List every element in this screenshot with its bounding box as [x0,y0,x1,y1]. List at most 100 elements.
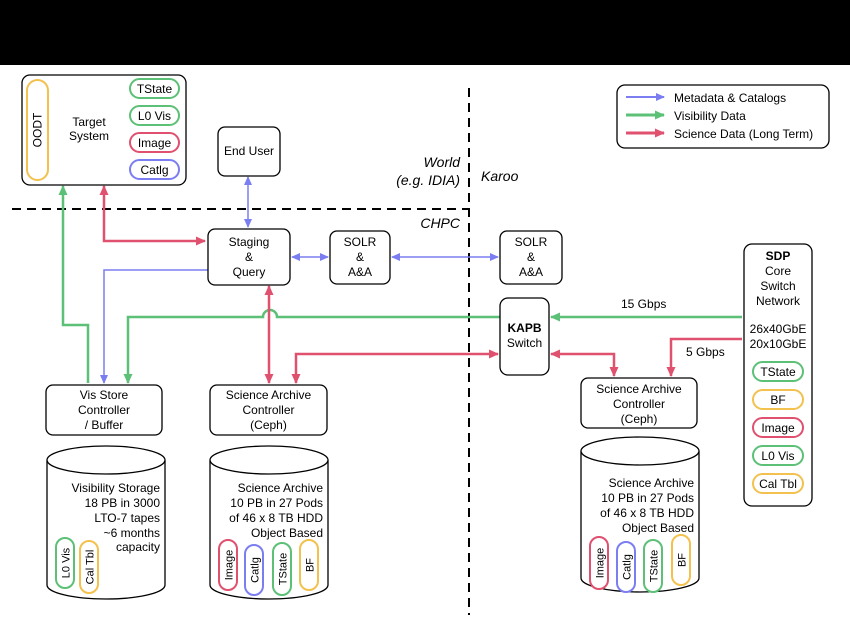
sdp-tag-caltbl-label: Cal Tbl [759,477,797,491]
target-system-box [21,74,187,186]
oodt-tag [26,79,49,181]
sci-storage-left-tag-bf [299,539,319,591]
sci-storage-right-cylinder-top [580,436,700,466]
sci-archive-left-line2: Controller [242,403,294,417]
legend-metadata-label: Metadata & Catalogs [674,91,786,105]
sci-storage-right-cylinder-body [580,451,700,593]
visibility-storage: Visibility Storage 18 PB in 3000 LTO-7 t… [46,445,166,600]
sdp-line-switch: Switch [760,279,795,293]
vis-store-line3: / Buffer [85,418,123,432]
target-system-title: Target [72,115,106,129]
sci-archive-right-line1: Science Archive [596,382,682,396]
sdp-tag-caltbl [752,473,804,494]
sci-storage-right-tag-tstate [643,539,663,593]
query-label: Query [233,265,266,279]
sdp-tag-image [752,417,804,438]
sci-storage-right-tag-tstate-label: TState [649,550,661,582]
target-tag-tstate-label: TState [137,82,173,96]
vis-storage-line3: LTO-7 tapes [94,511,160,525]
sci-storage-left-tag-image-label: Image [224,550,236,581]
link-15gbps-label: 15 Gbps [621,297,666,311]
legend-science-label: Science Data (Long Term) [674,127,813,141]
target-tag-l0vis-label: L0 Vis [138,109,171,123]
legend: Metadata & Catalogs Visibility Data Scie… [616,84,830,149]
solr-right-title: SOLR [515,235,548,249]
sci-archive-right-line3: (Ceph) [621,412,658,426]
vis-storage-cylinder-body [46,460,166,600]
kapb-title: KAPB [507,321,541,335]
vis-store-controller-box [45,384,163,436]
region-karoo-label: Karoo [481,168,519,184]
sdp-tag-l0vis [752,445,804,466]
sci-storage-right-tag-catlg-label: Catlg [622,554,634,580]
vis-storage-line5: capacity [116,540,160,554]
vis-store-line1: Vis Store [80,388,129,402]
sci-storage-left-cylinder-top [209,445,329,475]
sdp-title: SDP [766,249,791,263]
staging-target-link [99,185,206,246]
vis-storage-tag-caltbl-label: Cal Tbl [85,550,97,585]
region-world-label: World [423,154,461,170]
sci-storage-left-cylinder-body [209,460,329,600]
sci-storage-left-tag-catlg [244,544,264,596]
visstore-target-link [58,185,90,383]
region-chpc-label: CHPC [420,215,461,231]
staging-amp-label: & [245,250,253,264]
legend-box [616,84,830,149]
sdp-tag-l0vis-label: L0 Vis [761,449,794,463]
sci-storage-left-tag-tstate [272,542,292,596]
vis-storage-line1: Visibility Storage [72,481,161,495]
solr-left-box [329,230,391,285]
sci-storage-right-tag-image-label: Image [595,548,607,579]
sci-archive-left-line3: (Ceph) [250,418,287,432]
solr-left-amp: & [356,250,364,264]
vis-storage-cylinder-top [46,445,166,475]
sci-storage-left-line1: Science Archive [238,481,324,495]
target-tag-l0vis [129,105,180,126]
kapb-sciarchive-right-link [550,349,619,377]
end-user-box [217,126,281,177]
target-system: OODT Target System TState L0 Vis Image C… [21,74,187,186]
vis-store-line2: Controller [78,403,130,417]
kapb-subtitle: Switch [507,336,542,350]
vis-storage-tag-l0vis [55,537,75,589]
sci-storage-left-tag-catlg-label: Catlg [250,557,262,583]
kapb-switch-box [499,297,550,376]
sci-storage-right-line1: Science Archive [609,476,695,490]
sdp-tag-image-label: Image [761,421,795,435]
vis-storage-line2: 18 PB in 3000 [85,496,161,510]
sci-archive-left-line1: Science Archive [226,388,312,402]
sci-storage-right-tag-catlg [616,541,636,593]
sdp-tag-bf [752,389,804,410]
solr-right-aa: A&A [519,265,543,279]
sci-storage-left-line2: 10 PB in 27 Pods [230,496,323,510]
target-system-subtitle: System [69,129,109,143]
sdp-sciarchive-right-link [666,337,742,377]
sci-storage-left-tag-tstate-label: TState [278,553,290,585]
sci-storage-right-tag-bf [671,534,691,586]
target-tag-catlg-label: Catlg [140,163,168,177]
sdp-spec-40gbe: 26x40GbE [750,322,807,336]
solr-right-amp: & [527,250,535,264]
vis-storage-tag-caltbl [79,540,99,594]
sci-storage-right-tag-bf-label: BF [677,553,689,567]
sci-archive-right-controller-box [580,377,698,429]
legend-visibility-label: Visibility Data [674,109,746,123]
sci-storage-left-tag-image [218,539,238,591]
staging-label: Staging [229,235,270,249]
sci-storage-left-line4: Object Based [251,526,323,540]
region-world-sublabel: (e.g. IDIA) [396,172,460,188]
staging-query-box [207,228,291,286]
sdp-tag-tstate-label: TState [760,365,796,379]
sci-archive-left-controller-box [209,384,328,436]
oodt-label: OODT [31,112,45,147]
vis-storage-tag-l0vis-label: L0 Vis [61,547,73,578]
solr-left-aa: A&A [348,265,372,279]
target-tag-image-label: Image [138,136,172,150]
staging-visstore-link [100,269,208,384]
end-user-label: End User [224,144,274,158]
sdp-core-switch: SDP Core Switch Network 26x40GbE 20x10Gb… [743,243,813,507]
sciarchive-kapb-link [291,349,499,384]
target-tag-tstate [129,78,180,99]
